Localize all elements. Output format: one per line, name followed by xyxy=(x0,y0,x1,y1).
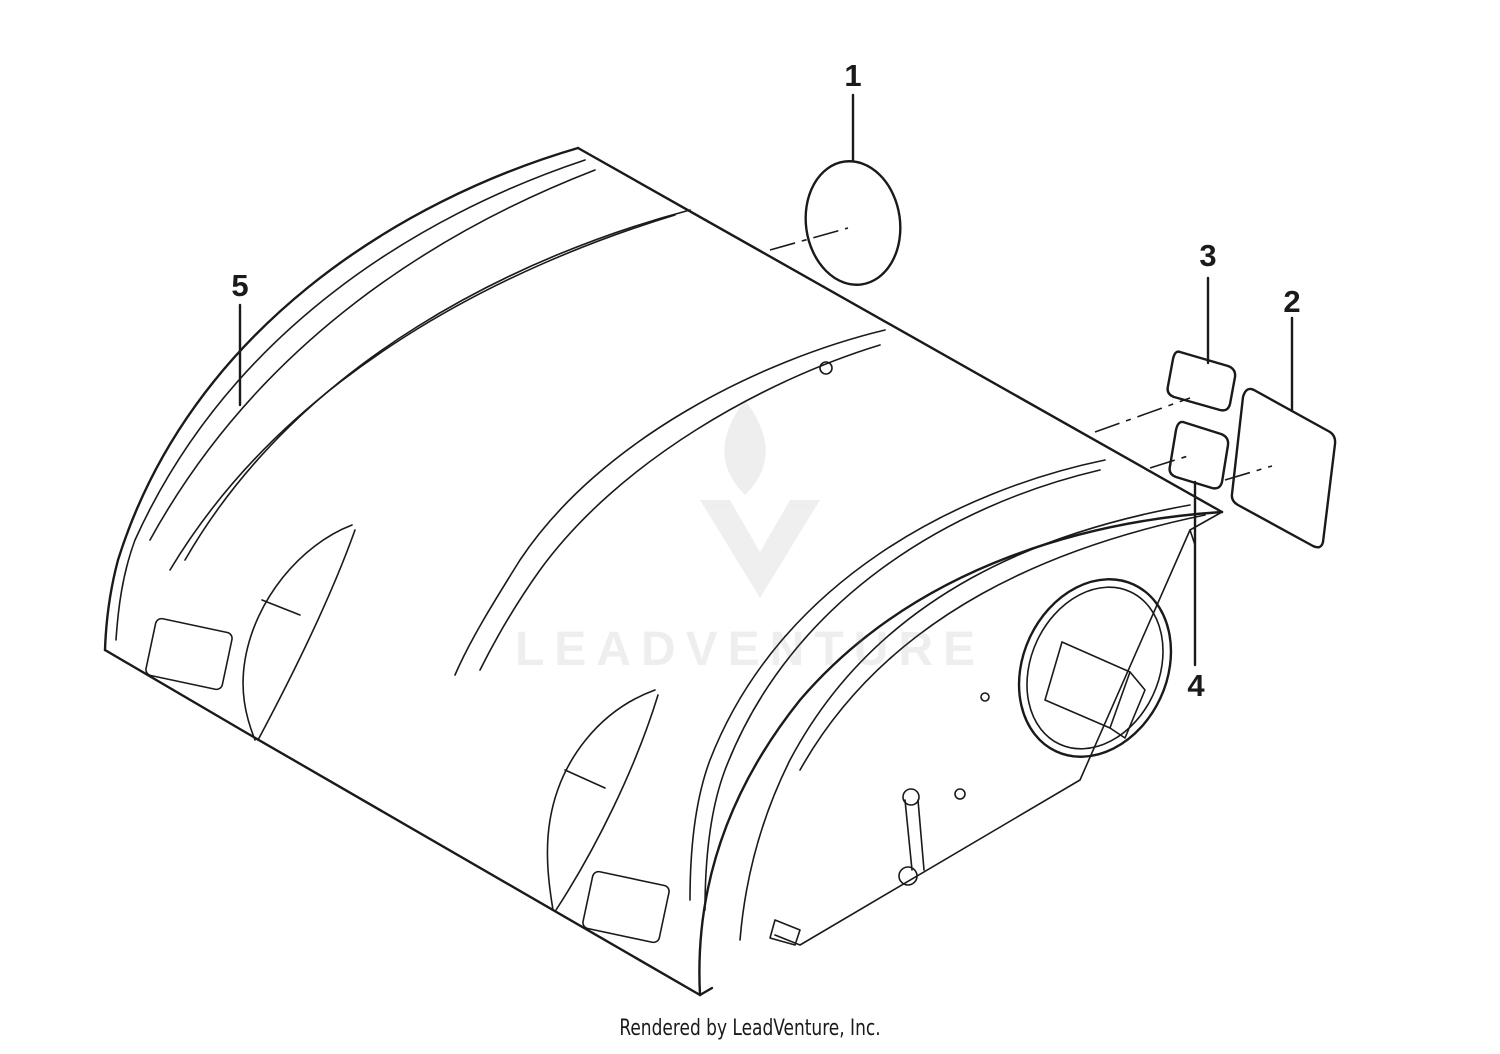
callout-5: 5 xyxy=(231,268,249,303)
part-3-decal xyxy=(1094,276,1237,433)
part-2-decal xyxy=(1224,316,1337,549)
hood-body xyxy=(103,146,1224,997)
part-4-decal xyxy=(1149,420,1230,667)
callout-3: 3 xyxy=(1199,238,1217,273)
watermark-logo xyxy=(700,400,820,598)
part-1-round-decal xyxy=(769,93,902,286)
render-credit: Rendered by LeadVenture, Inc. xyxy=(619,1016,881,1041)
watermark-text: LEADVENTURE xyxy=(514,623,986,676)
callout-1: 1 xyxy=(844,58,862,93)
callout-2: 2 xyxy=(1283,284,1301,319)
callout-4: 4 xyxy=(1187,668,1205,703)
